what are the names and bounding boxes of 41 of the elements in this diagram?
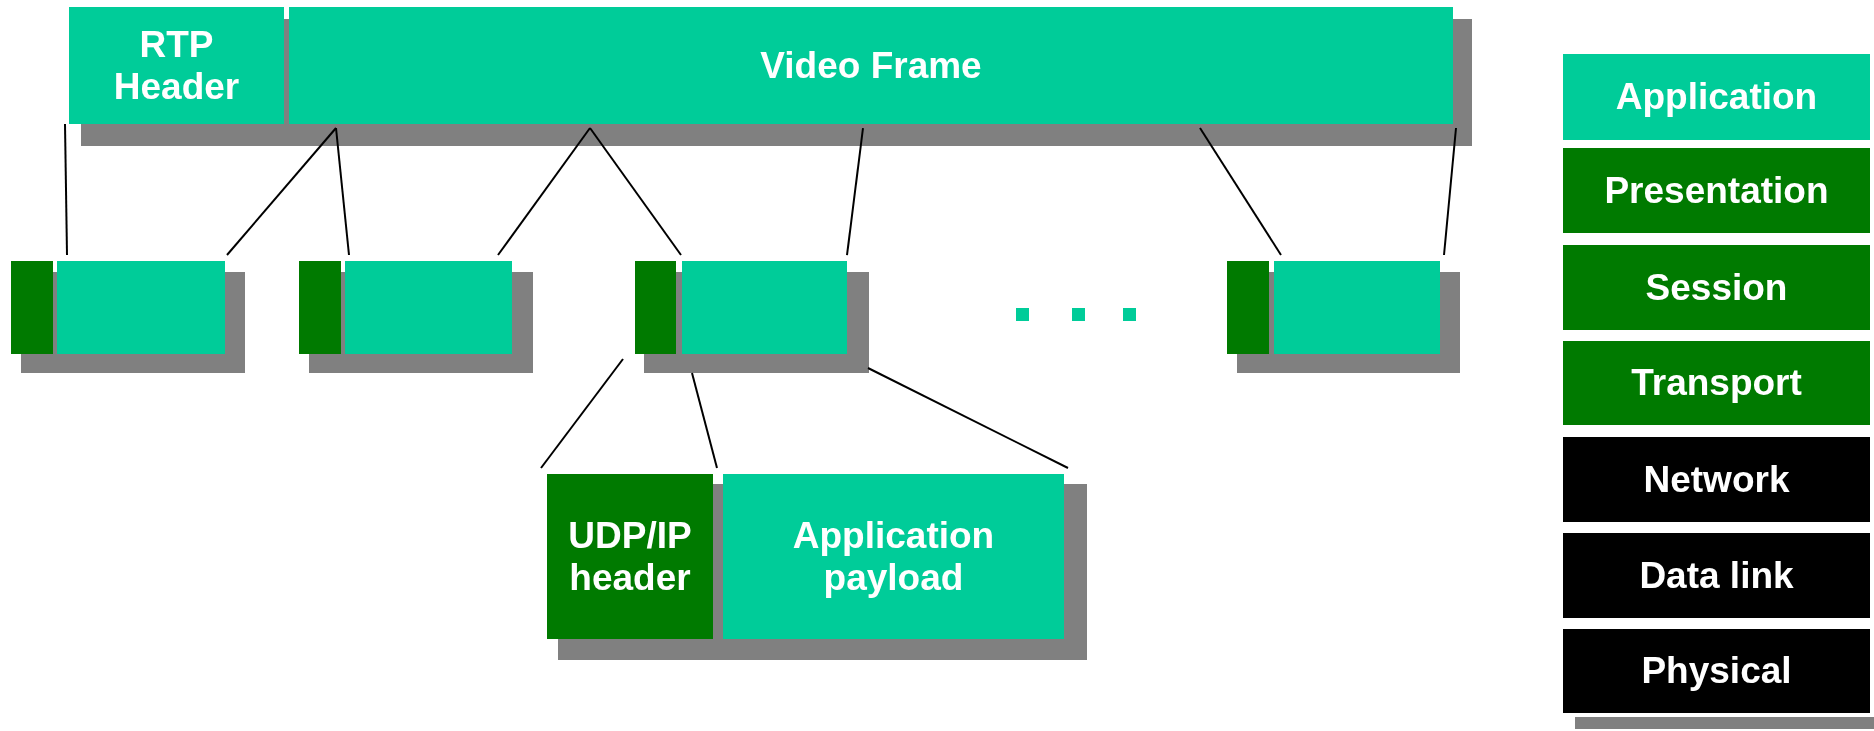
payload-block [57,261,225,354]
header-block [299,261,341,354]
layer-label: Presentation [1604,169,1829,212]
connector-line [589,127,682,256]
header-block [547,474,713,639]
header-block [69,7,284,124]
layer-box [1563,437,1870,522]
layer-label: Application [1615,76,1818,118]
layer-label: Data link [1639,554,1794,597]
block-label: Video Frame [760,44,982,87]
frame-block [289,7,1453,124]
connector-line [1199,127,1282,256]
layer-label: Session [1645,266,1788,309]
layer-label: Network [1643,458,1790,501]
payload-block [723,474,1064,639]
header-block [11,261,53,354]
connector-line [226,127,337,256]
layer-box [1563,533,1870,618]
connector-line [691,372,718,469]
header-block [635,261,676,354]
block-label: RTP Header [112,24,241,107]
layer-box [1563,245,1870,330]
connector-line [867,367,1069,469]
payload-block [1274,261,1440,354]
connector-line [497,127,591,256]
payload-block [682,261,847,354]
connector-line [846,127,864,256]
layer-box [1563,148,1870,233]
payload-block [345,261,512,354]
block-label: Application payload [791,515,996,598]
layer-box [1563,341,1870,425]
connector-line [64,123,68,256]
layer-label: Physical [1641,650,1792,692]
connector-line [1443,127,1457,256]
block-label: UDP/IP header [567,515,693,598]
header-block [1227,261,1269,354]
layer-box [1563,629,1870,713]
layer-label: Transport [1631,362,1802,404]
connector-line [335,127,350,256]
layer-box [1563,54,1870,140]
connector-line [540,358,624,469]
